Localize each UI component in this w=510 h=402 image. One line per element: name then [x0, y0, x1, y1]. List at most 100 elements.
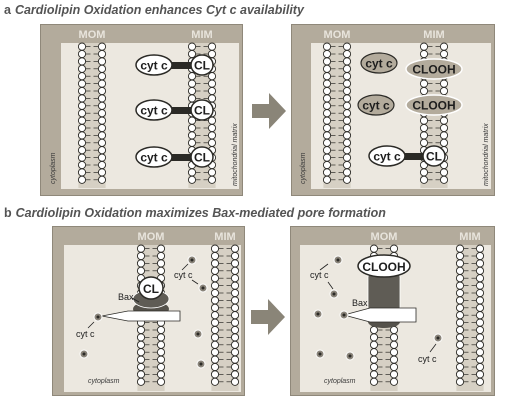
lipid-head: [322, 64, 332, 73]
lipid-head: [136, 266, 146, 275]
lipid-head: [210, 325, 220, 335]
clooh-label: CLOOH: [412, 63, 455, 77]
lipid-head: [322, 131, 332, 140]
cytoplasm-label: cytoplasm: [50, 152, 57, 184]
lipid-head: [342, 109, 352, 118]
lipid-head: [455, 355, 465, 364]
lipid-head: [210, 266, 220, 275]
lipid-head: [210, 355, 220, 364]
lipid-head: [136, 251, 146, 261]
lipid-head: [322, 57, 332, 66]
cl-bubble: [190, 99, 214, 121]
lipid-head: [77, 101, 87, 110]
lipid-head: [439, 131, 449, 140]
lipid-head: [230, 259, 240, 268]
lipid-head: [77, 79, 87, 88]
lipid-head: [77, 138, 87, 147]
lipid-head: [156, 266, 166, 275]
lipid-head: [230, 251, 240, 261]
panel-b-right: MOM MIM cytoplasm CLOOH Bax cyt c cyt c: [290, 226, 495, 396]
lipid-head: [136, 333, 146, 342]
lipid-head: [207, 175, 217, 184]
cl-bubble: [422, 145, 446, 167]
lipid-head: [475, 333, 485, 342]
cytc-dot: [329, 289, 339, 299]
free-cytc-bubble: [360, 52, 398, 74]
cytc-dot: [79, 349, 89, 359]
lipid-head: [77, 146, 87, 155]
lipid-head: [322, 146, 332, 155]
lipid-head: [97, 79, 107, 88]
lipid-head: [342, 94, 352, 103]
lipid-head: [342, 86, 352, 96]
lipid-head: [455, 259, 465, 268]
lipid-head: [187, 94, 197, 103]
lipid-head: [97, 175, 107, 184]
lipid-head: [322, 109, 332, 118]
lipid-head: [136, 355, 146, 364]
cytc-dot: [313, 309, 323, 319]
mim-membrane: [210, 244, 240, 391]
lipid-head: [322, 175, 332, 184]
lipid-head: [77, 49, 87, 59]
mim-label: MIM: [423, 29, 444, 41]
lipid-head: [97, 101, 107, 110]
lipid-head: [207, 42, 217, 51]
lipid-head: [439, 86, 449, 96]
lipid-head: [342, 49, 352, 59]
lipid-head: [475, 288, 485, 298]
mom-label: MOM: [79, 29, 106, 41]
transition-arrow-b: [251, 299, 285, 335]
lipid-head: [342, 101, 352, 110]
lipid-head: [389, 333, 399, 342]
lipid-head: [136, 348, 146, 357]
lipid-head: [97, 86, 107, 96]
lipid-head: [187, 168, 197, 177]
lipid-head: [156, 362, 166, 372]
lipid-head: [97, 123, 107, 133]
lipid-head: [342, 64, 352, 73]
lipid-head: [455, 303, 465, 312]
lipid-head: [419, 123, 429, 133]
lipid-head: [187, 131, 197, 140]
panel-b-left: MOM MIM cytoplasm CL Bax cyt c cyt c: [52, 226, 245, 396]
cytc-bubble: [135, 146, 173, 168]
cytc-bubble: [368, 145, 406, 167]
lipid-head: [455, 318, 465, 327]
lipid-head: [230, 377, 240, 386]
lipid-head: [97, 116, 107, 125]
lipid-head: [156, 377, 166, 386]
bax-label: Bax: [118, 292, 134, 302]
lipid-head: [455, 281, 465, 290]
pointer-line: [429, 343, 437, 353]
cytc-dot: [333, 255, 343, 265]
cytc-label: cyt c: [140, 59, 168, 73]
lipid-head: [207, 49, 217, 59]
lipid-head: [475, 362, 485, 372]
lipid-head: [455, 266, 465, 275]
cytoplasm-label: cytoplasm: [300, 152, 307, 184]
pointer-line: [327, 281, 334, 290]
lipid-head: [77, 64, 87, 73]
lipid-head: [455, 311, 465, 320]
cytc-dot: [93, 312, 103, 322]
lipid-head: [389, 355, 399, 364]
lipid-head: [475, 340, 485, 349]
lipid-head: [97, 109, 107, 118]
lipid-head: [230, 288, 240, 298]
lipid-head: [322, 72, 332, 81]
lipid-head: [342, 168, 352, 177]
lipid-head: [210, 288, 220, 298]
lipid-head: [230, 266, 240, 275]
lipid-head: [455, 244, 465, 253]
lipid-head: [210, 311, 220, 320]
section-b-title: Cardiolipin Oxidation maximizes Bax-medi…: [15, 206, 386, 220]
lipid-head: [439, 79, 449, 88]
pointer-line: [181, 263, 189, 271]
mom-membrane: [77, 42, 107, 188]
lipid-head: [475, 355, 485, 364]
lipid-head: [419, 42, 429, 51]
lipid-head: [77, 42, 87, 51]
lipid-head: [136, 377, 146, 386]
